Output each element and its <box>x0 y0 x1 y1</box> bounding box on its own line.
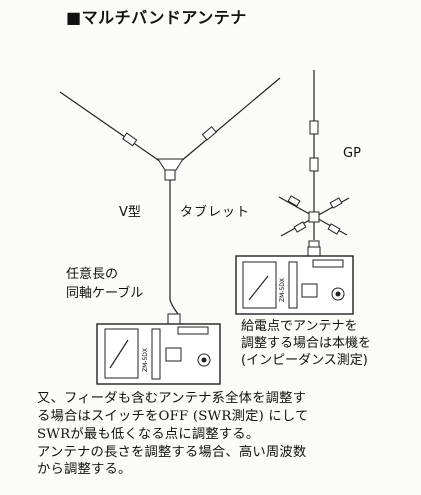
note-line-1: 給電点でアンテナを <box>241 319 358 334</box>
page-title: ■マルチバンドアンテナ <box>66 8 247 27</box>
model-label-right: ZM-5DX <box>279 278 286 302</box>
body-text-line-4: アンテナの長さを調整する場合、高い周波数 <box>37 445 307 460</box>
gp-antenna <box>278 70 350 256</box>
body-text-line-2: る場合はスイッチをOFF (SWR測定) にして <box>37 409 309 424</box>
model-label-left: ZM-5DX <box>142 348 149 372</box>
v-type-label: V型 <box>119 205 141 220</box>
swr-meter-device-left: ZM-5DX <box>96 313 221 385</box>
body-text-line-3: SWRが最も低くなる点に調整する。 <box>37 427 260 442</box>
v-dipole-antenna <box>59 77 281 315</box>
gp-label: GP <box>343 146 361 161</box>
cable-label-line-2: 同軸ケーブル <box>66 286 144 301</box>
note-line-2: 調整する場合は本機を <box>241 336 372 351</box>
body-text-line-1: 又、フィーダも含むアンテナ系全体を調整す <box>37 391 307 406</box>
cable-label-line-1: 任意長の <box>66 267 119 282</box>
tablet-label: タブレット <box>180 205 251 220</box>
note-line-3: (インピーダンス測定) <box>241 353 368 368</box>
swr-meter-device-right: ZM-5DX <box>235 246 354 315</box>
body-text-line-5: から調整する。 <box>37 462 132 477</box>
